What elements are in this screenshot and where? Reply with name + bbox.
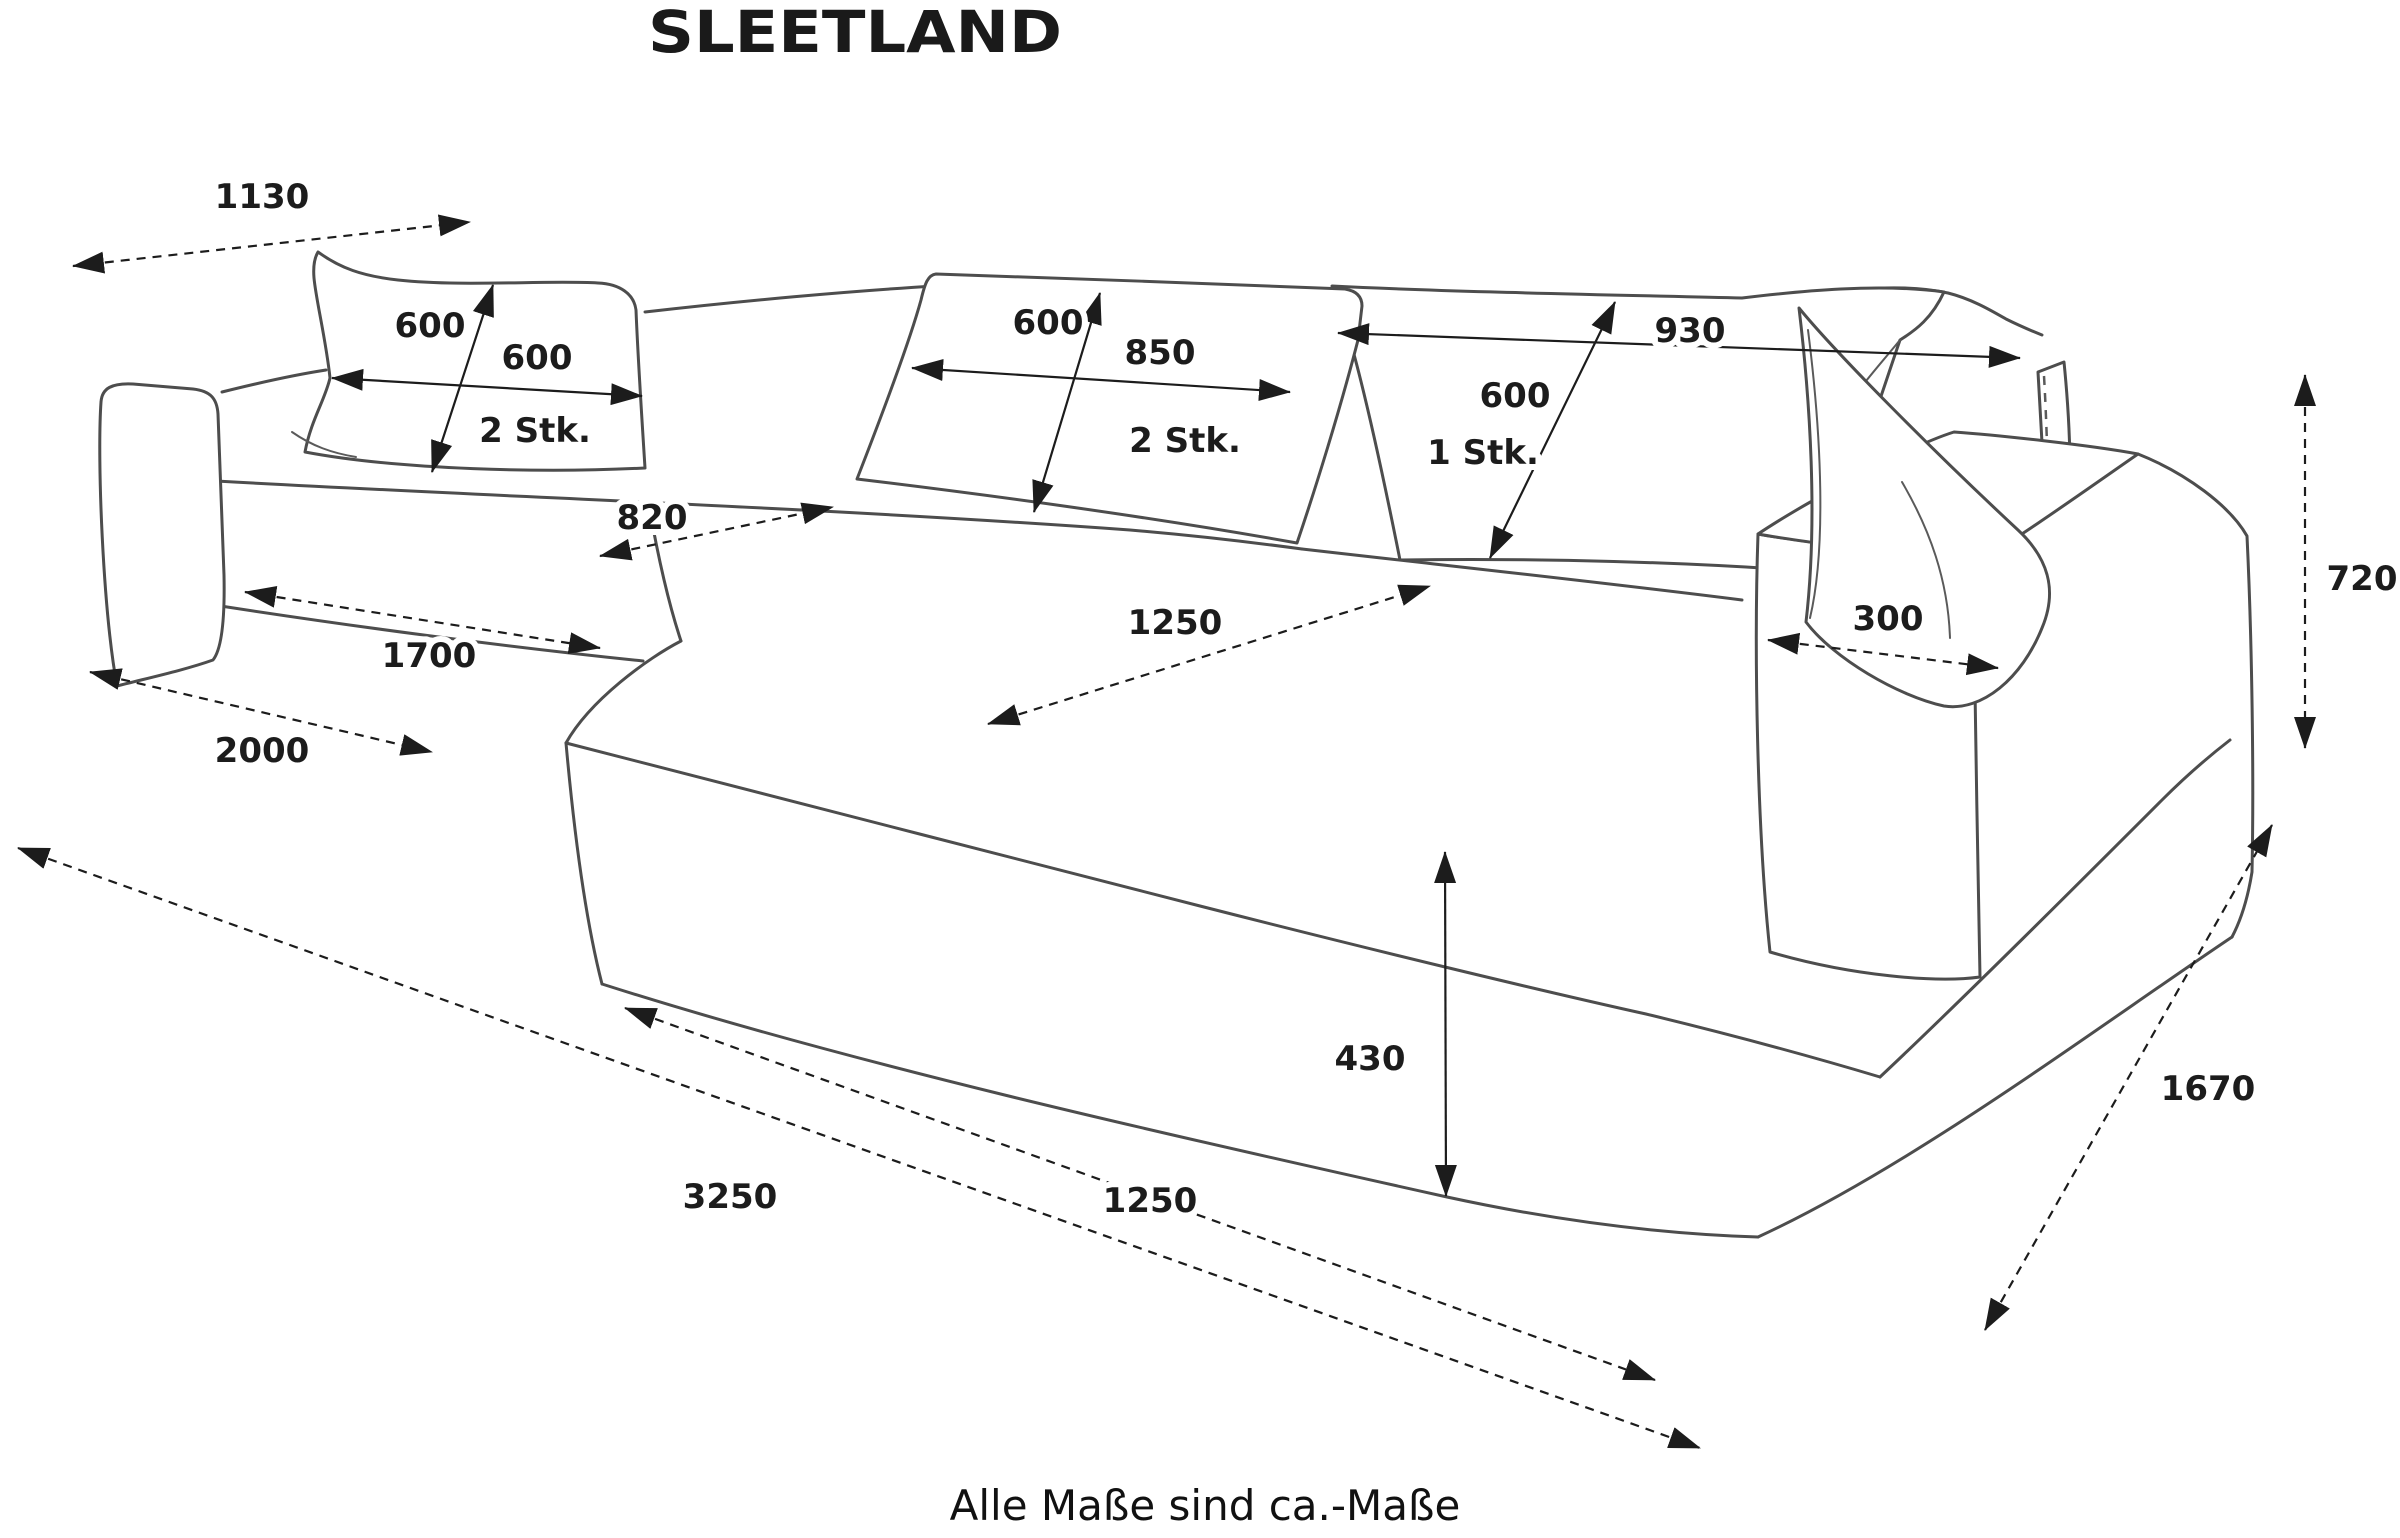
dim-arrow-820 bbox=[599, 502, 834, 561]
dim-label-1130: 1130 bbox=[215, 177, 310, 217]
dimension-labels: SLEETLAND 1130 600 600 2 Stk. 820 1700 2… bbox=[209, 0, 2400, 1530]
left-armrest bbox=[98, 382, 226, 688]
leaning-pillow-crease-2 bbox=[1901, 481, 1951, 639]
pillow-2 bbox=[855, 272, 1364, 545]
leaning-pillow-crease-1 bbox=[1807, 329, 1822, 619]
dim-label-820: 820 bbox=[617, 498, 688, 538]
left-armrest-outline bbox=[98, 382, 226, 688]
leaning-pillow bbox=[1797, 306, 2051, 709]
pillow1-qty-label: 2 Stk. bbox=[479, 411, 591, 451]
chaise-front-left-corner bbox=[564, 639, 683, 745]
leaning-pillow-outline bbox=[1797, 306, 2051, 709]
pillow1-width-label: 600 bbox=[502, 338, 573, 378]
pillow3-height-label: 600 bbox=[1480, 376, 1551, 416]
dim-label-3250: 3250 bbox=[683, 1177, 778, 1217]
dim-arrow-2000 bbox=[89, 668, 433, 756]
seat-back-edge-extension bbox=[1300, 547, 1744, 602]
chaise-face-left-edge bbox=[564, 741, 604, 986]
dim-arrow-1700 bbox=[244, 585, 601, 655]
dim-label-1670: 1670 bbox=[2161, 1069, 2256, 1109]
dim-arrow-300 bbox=[1767, 632, 1999, 676]
footer-note: Alle Maße sind ca.-Maße bbox=[950, 1481, 1461, 1530]
dim-label-300: 300 bbox=[1853, 599, 1924, 639]
right-armrest-outer-edge bbox=[2136, 452, 2255, 939]
dim-arrow-1250-seat bbox=[987, 584, 1431, 726]
pillow-1-wrinkle bbox=[291, 431, 357, 458]
seat-front-edge bbox=[126, 474, 1304, 551]
dim-arrow-pillow2-height bbox=[1032, 292, 1102, 513]
dim-arrow-pillow1-width bbox=[331, 368, 643, 406]
dim-arrow-930 bbox=[1337, 323, 2021, 368]
backrest-left-edge bbox=[220, 368, 328, 394]
dimension-arrows bbox=[17, 214, 2316, 1450]
pillow-1-outline bbox=[303, 250, 647, 472]
dim-label-930: 930 bbox=[1655, 311, 1726, 351]
pillow2-width-label: 850 bbox=[1125, 333, 1196, 373]
pillow2-qty-label: 2 Stk. bbox=[1129, 421, 1241, 461]
pillow2-height-label: 600 bbox=[1013, 303, 1084, 343]
dim-label-430: 430 bbox=[1335, 1039, 1406, 1079]
pillow1-height-label: 600 bbox=[395, 306, 466, 346]
sofa-drawing bbox=[98, 250, 2255, 1239]
product-title: SLEETLAND bbox=[648, 0, 1062, 66]
dim-arrow-3250 bbox=[17, 846, 1701, 1450]
dim-label-720: 720 bbox=[2327, 559, 2398, 599]
dim-label-1250-seat: 1250 bbox=[1128, 603, 1223, 643]
dim-label-1250-base: 1250 bbox=[1103, 1181, 1198, 1221]
pillow3-qty-label: 1 Stk. bbox=[1427, 433, 1539, 473]
backrest-mid-edge bbox=[643, 284, 938, 314]
dim-arrow-1130 bbox=[72, 214, 471, 274]
dim-label-1700: 1700 bbox=[382, 636, 477, 676]
dim-arrow-430 bbox=[1434, 851, 1457, 1197]
dim-label-2000: 2000 bbox=[215, 731, 310, 771]
pillow-2-outline bbox=[855, 272, 1364, 545]
dim-arrow-1670 bbox=[1984, 824, 2273, 1331]
chaise-seat-front-edge bbox=[564, 741, 1882, 1079]
dim-arrow-1250-base bbox=[624, 1006, 1656, 1382]
dim-arrow-pillow2-width bbox=[911, 358, 1291, 402]
